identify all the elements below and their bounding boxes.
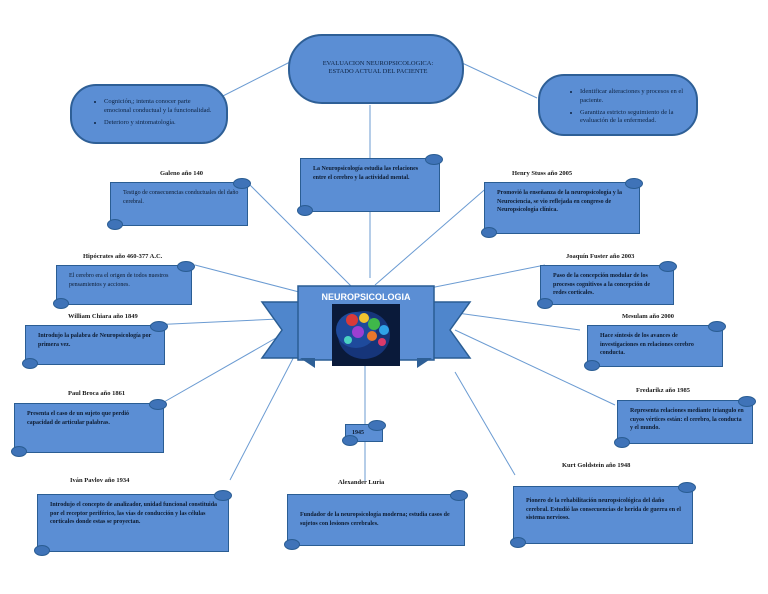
central-label: NEUROPSICOLOGIA xyxy=(321,292,411,302)
chiara-box: Introdujo la palabra de Neuropsicología … xyxy=(22,321,168,369)
year-1945-box: 1945 xyxy=(342,420,386,446)
pavlov-label: Iván Pavlov año 1934 xyxy=(70,477,130,484)
pavlov-box: Introdujo el concepto de analizador, uni… xyxy=(34,490,232,556)
fredarikz-box: Representa relaciones mediante triangulo… xyxy=(614,396,756,448)
connector-root-right xyxy=(459,61,538,99)
luria-label: Alexander Luria xyxy=(338,479,385,486)
broca-label: Paul Broca año 1861 xyxy=(68,390,126,397)
brain-gears-image xyxy=(332,304,400,366)
connector-mesulam xyxy=(449,311,581,331)
right-oval-item-1: Identificar alteraciones y procesos en e… xyxy=(580,88,688,106)
connector-goldstein xyxy=(454,371,516,476)
connector-stuss xyxy=(374,184,491,286)
galeno-label: Galeno año 140 xyxy=(160,170,203,177)
hipocrates-label: Hipócrates año 460-377 A.C. xyxy=(83,253,163,260)
root-title: EVALUACION NEUROPSICOLOGICA: ESTADO ACTU… xyxy=(322,60,434,76)
mesulam-label: Mesulam año 2000 xyxy=(622,313,674,320)
hipocrates-box: El cerebro era el origen de todos nuestr… xyxy=(53,261,195,309)
connector-pavlov xyxy=(229,344,301,481)
mesulam-box: Hace síntesis de los avances de investig… xyxy=(584,321,726,371)
fuster-label: Joaquín Fuster año 2003 xyxy=(566,253,635,260)
left-oval-item-1: Cognición,; intenta conocer parte emocio… xyxy=(104,98,216,116)
root-title-oval xyxy=(288,34,464,104)
chiara-label: William Chiara año 1849 xyxy=(68,313,138,320)
fredarikz-label: Fredarikz año 1985 xyxy=(636,387,691,394)
luria-box: Fundador de la neuropsicología moderna; … xyxy=(284,490,468,550)
connector-root-left xyxy=(214,61,291,101)
fuster-box: Paso de la concepción modular de los pro… xyxy=(537,261,677,309)
connector-fredarikz xyxy=(454,329,616,406)
stuss-label: Henry Stuss año 2005 xyxy=(512,170,573,177)
goldstein-box: Pionero de la rehabilitación neuropsicol… xyxy=(510,482,696,548)
connector-fuster xyxy=(419,264,546,291)
stuss-box: Promovió la enseñanza de la neuropsicolo… xyxy=(481,178,643,238)
right-oval-item-2: Garantiza estricto seguimiento de la eva… xyxy=(580,109,688,127)
broca-box: Presenta el caso de un sujeto que perdió… xyxy=(11,399,167,457)
connector-broca xyxy=(149,329,291,411)
left-oval-item-2: Deterioro y sintomatología. xyxy=(104,119,216,128)
goldstein-label: Kurt Goldstein año 1948 xyxy=(562,462,631,469)
left-oval: Cognición,; intenta conocer parte emocio… xyxy=(70,84,228,144)
center-scroll: La Neuropsicología estudia las relacione… xyxy=(297,154,443,216)
galeno-box: Testigo de consecuencias conductuales de… xyxy=(107,178,251,230)
right-oval: Identificar alteraciones y procesos en e… xyxy=(538,74,698,136)
connector-galeno xyxy=(249,184,361,296)
